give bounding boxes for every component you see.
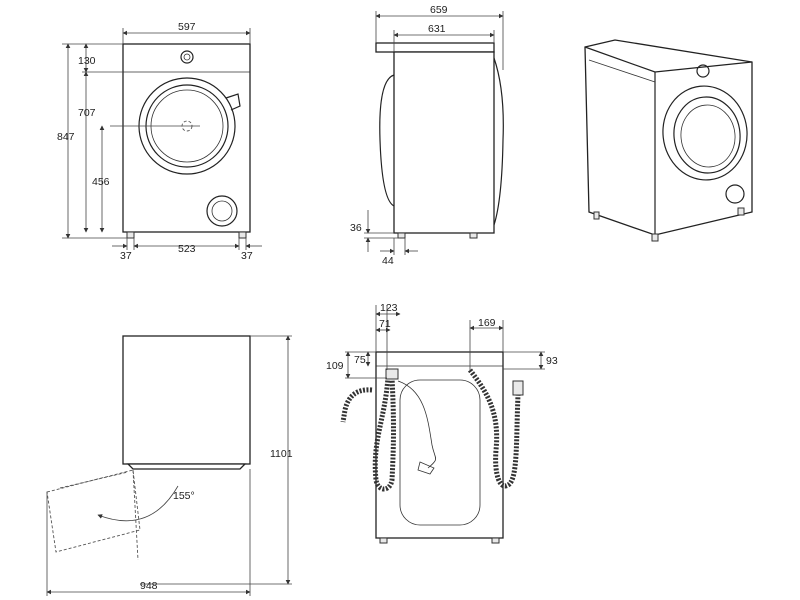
side-foot-rear xyxy=(397,232,406,239)
dimension-door-center: 456 xyxy=(92,176,110,188)
dimension-depth-door-open: 948 xyxy=(140,580,158,592)
dimension-foot-setback: 44 xyxy=(382,255,394,267)
rear-view: 123 71 109 75 169 93 xyxy=(326,302,558,544)
door-swing-arc xyxy=(97,485,179,522)
inlet-connector xyxy=(512,380,524,396)
dimension-foot-height: 36 xyxy=(350,222,362,234)
dimension-drain-inner: 71 xyxy=(379,318,391,330)
front-machine-body xyxy=(122,43,251,233)
dimension-depth-overall: 659 xyxy=(430,4,448,16)
dimension-drain-height-outer: 109 xyxy=(326,360,344,372)
dimension-total-height: 847 xyxy=(57,131,75,143)
dimension-inlet-offset: 169 xyxy=(478,317,496,329)
dimension-inlet-height: 93 xyxy=(546,355,558,367)
iso-filter-cover xyxy=(725,184,745,204)
door-opening-view: 155° 1101 948 xyxy=(46,335,293,596)
dimension-foot-left: 37 xyxy=(120,250,132,262)
rear-panel-cover xyxy=(399,379,481,526)
side-rear-bulge xyxy=(379,74,395,207)
drain-outlet xyxy=(385,368,399,380)
top-view-body xyxy=(122,335,251,465)
dimension-feet-span: 523 xyxy=(178,243,196,255)
dimension-drain-offset: 123 xyxy=(380,302,398,314)
dimension-drain-height-inner: 75 xyxy=(354,354,366,366)
program-knob xyxy=(180,50,194,64)
dimension-height-with-clearance: 1101 xyxy=(270,448,293,460)
iso-door-outer xyxy=(662,85,748,181)
side-door-profile xyxy=(493,57,504,226)
side-view: 659 631 36 44 xyxy=(350,4,504,267)
inlet-hose xyxy=(467,368,521,489)
perspective-view xyxy=(584,39,753,242)
filter-cover xyxy=(206,195,238,227)
door-handle xyxy=(225,93,241,111)
iso-knob xyxy=(696,64,710,78)
front-view: 597 847 130 707 456 523 37 37 xyxy=(57,21,262,262)
iso-door-inner xyxy=(673,96,741,174)
drain-hose-end xyxy=(340,387,373,423)
side-machine-body xyxy=(393,51,495,234)
rear-machine-body xyxy=(375,351,504,539)
dimension-foot-right: 37 xyxy=(241,250,253,262)
dimension-top-panel: 130 xyxy=(78,55,96,67)
drain-hose xyxy=(372,376,396,492)
dimension-depth-body: 631 xyxy=(428,23,446,35)
door-hinge-strip xyxy=(126,463,247,470)
side-foot-front xyxy=(469,232,478,239)
open-door-ghost xyxy=(46,469,141,553)
front-foot-left xyxy=(126,231,135,239)
dimension-width: 597 xyxy=(178,21,196,33)
iso-outline xyxy=(584,39,753,236)
power-plug xyxy=(417,461,435,475)
power-cable xyxy=(397,380,437,469)
front-foot-right xyxy=(238,231,247,239)
dimension-door-top: 707 xyxy=(78,107,96,119)
dimension-opening-angle: 155° xyxy=(173,490,195,502)
